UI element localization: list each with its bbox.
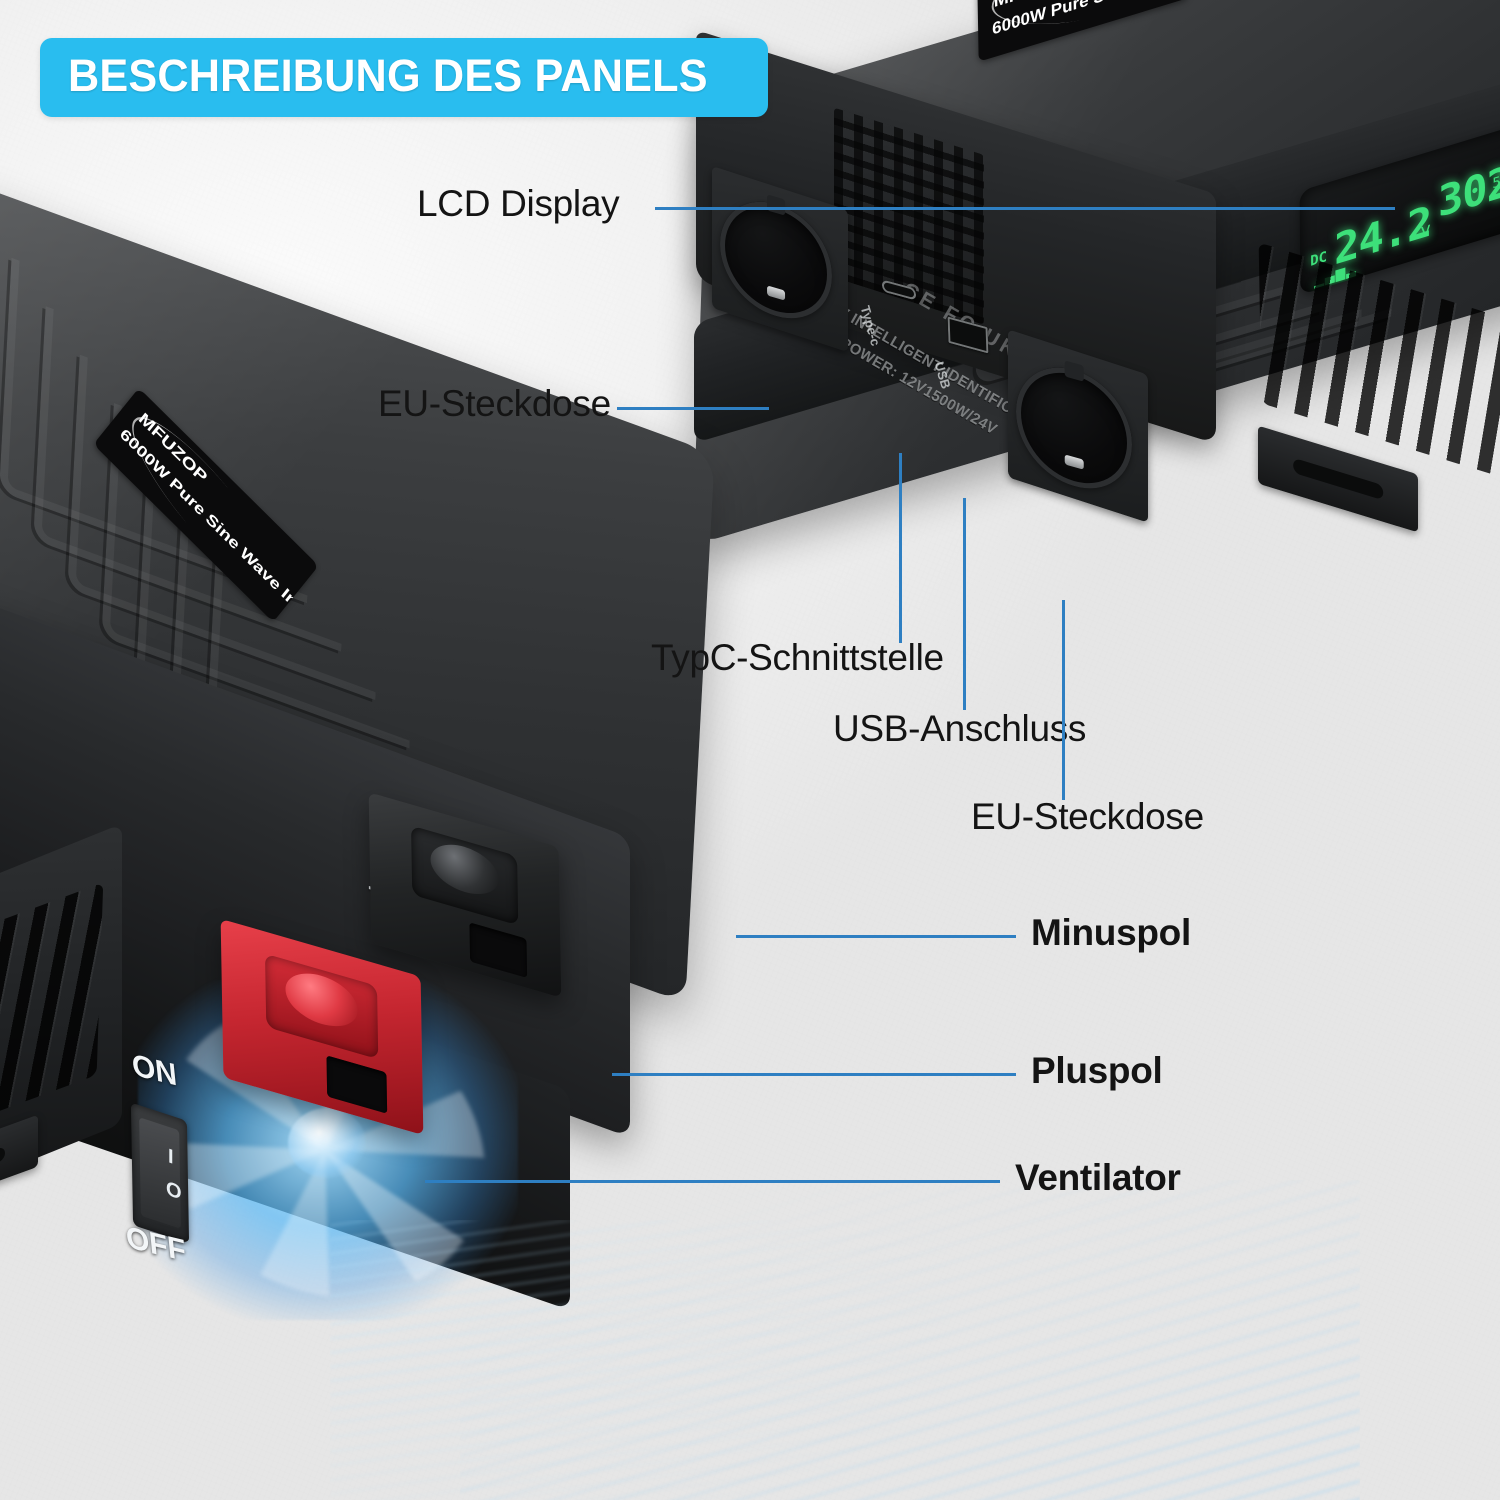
leader-line-eu-socket-bottom bbox=[1062, 600, 1065, 800]
fan-hub bbox=[288, 1108, 366, 1178]
terminal-cable-hole bbox=[326, 1055, 388, 1114]
leader-line-negative-pole bbox=[736, 935, 1016, 938]
inverter-front-view: MFUZOP 6000W Pure Sine Wave Inverter ON … bbox=[0, 177, 770, 1360]
switch-rocker-face bbox=[138, 1117, 182, 1229]
leader-line-eu-socket-top bbox=[617, 407, 769, 410]
callout-negative-pole: Minuspol bbox=[1031, 912, 1191, 953]
section-title-badge: BESCHREIBUNG DES PANELS bbox=[40, 38, 769, 117]
lcd-wattage: 3020 bbox=[1437, 148, 1500, 227]
power-switch[interactable] bbox=[130, 1102, 190, 1244]
callout-typec-interface: TypC-Schnittstelle bbox=[651, 637, 944, 678]
switch-on-glyph: I bbox=[168, 1145, 174, 1169]
terminal-cable-hole bbox=[469, 921, 527, 978]
bracket-slot bbox=[0, 1145, 5, 1191]
switch-off-glyph: O bbox=[166, 1177, 182, 1205]
leader-line-fan bbox=[425, 1180, 1000, 1183]
callout-eu-socket-top: EU-Steckdose bbox=[378, 383, 611, 424]
callout-lcd-display: LCD Display bbox=[417, 183, 620, 224]
lcd-volt-unit: v bbox=[1420, 218, 1432, 243]
left-mounting-bracket bbox=[0, 1114, 38, 1222]
callout-fan: Ventilator bbox=[1015, 1157, 1181, 1198]
callout-positive-pole: Pluspol bbox=[1031, 1050, 1163, 1091]
bracket-slot bbox=[1293, 457, 1383, 501]
callout-eu-socket-bottom: EU-Steckdose bbox=[971, 796, 1204, 837]
left-side-vent-grid bbox=[0, 882, 104, 1146]
socket-earth-contact bbox=[1064, 454, 1084, 471]
leader-line-lcd-display bbox=[655, 207, 1395, 210]
callout-usb-port: USB-Anschluss bbox=[833, 708, 1087, 749]
leader-line-typec-interface bbox=[899, 453, 902, 643]
leader-line-usb-port bbox=[963, 498, 966, 710]
inverter-top-view: MFUZOP 6000W Pure Sine Wave Inverter 12V… bbox=[660, 0, 1500, 600]
leader-line-positive-pole bbox=[612, 1073, 1016, 1076]
section-title: BESCHREIBUNG DES PANELS bbox=[68, 50, 708, 101]
